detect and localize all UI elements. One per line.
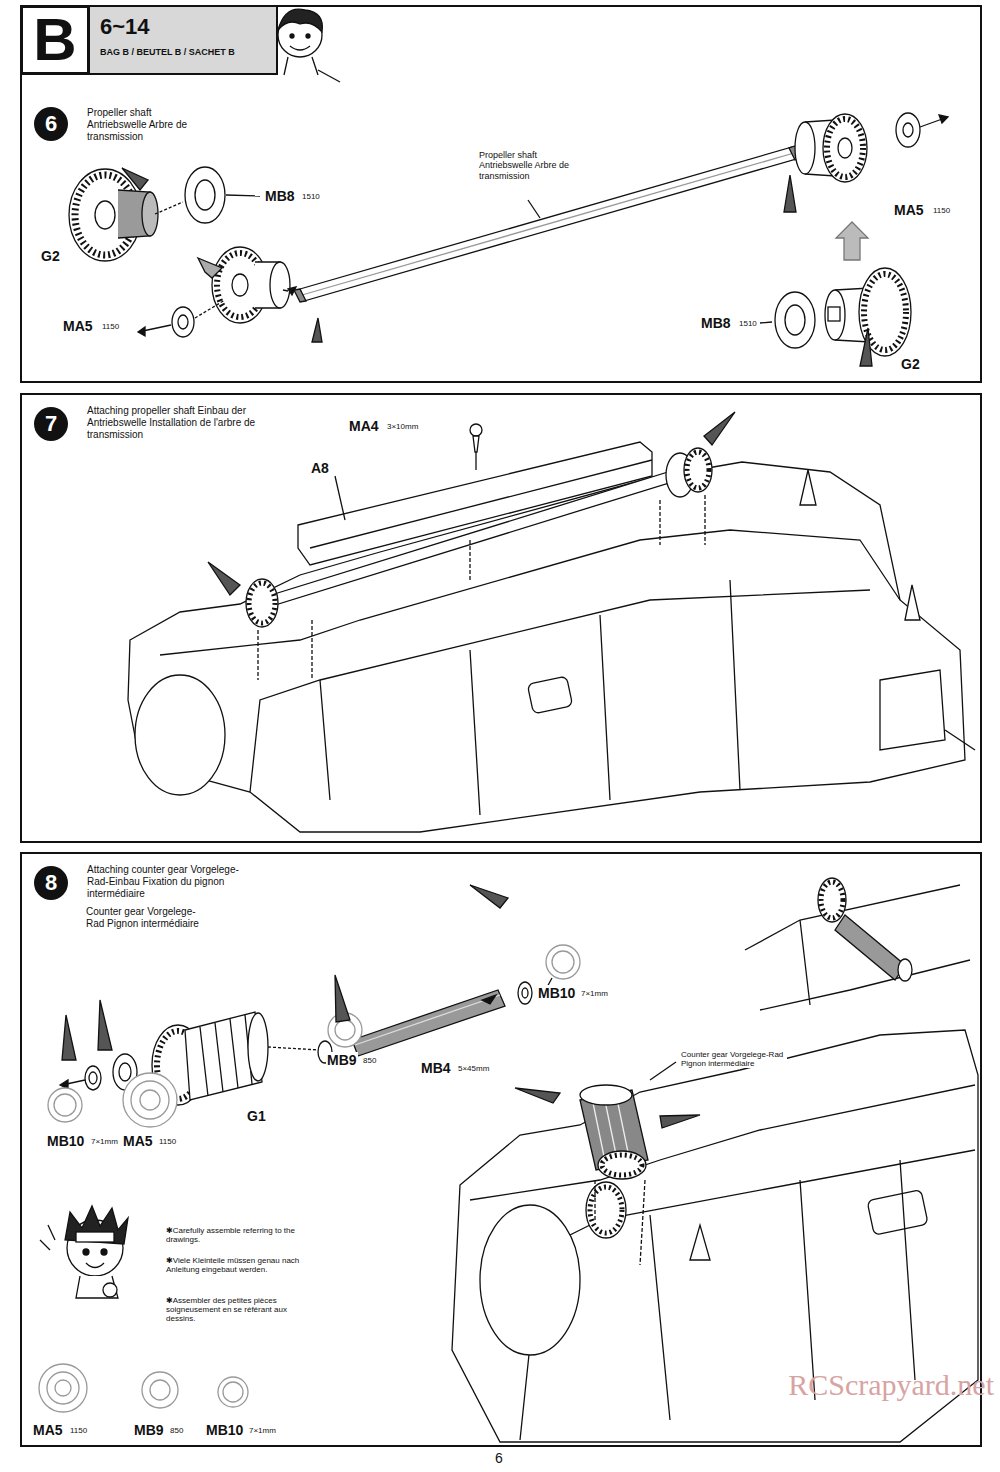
step6-parts	[69, 113, 948, 366]
note: ✱Carefully assemble referring to the dra…	[165, 1226, 317, 1244]
part-code: MB4	[420, 1060, 452, 1076]
node-text: 6	[45, 113, 57, 135]
part-code: G2	[900, 356, 921, 372]
step-panel: Attaching propeller shaft Einbau der Ant…	[20, 393, 982, 843]
step-number-circle: 7	[34, 407, 68, 441]
part-code: MB10	[537, 985, 576, 1001]
part-callout: Propeller shaft Antriebswelle Arbre de t…	[478, 150, 590, 181]
part-callout: Counter gear Vorgelege-Rad Pignon interm…	[85, 906, 207, 929]
part-number: 1150	[69, 1426, 88, 1435]
node-text: 6~14	[100, 15, 266, 39]
part-code: MA5	[62, 318, 94, 334]
part-callout: Counter gear Vorgelege-Rad Pignon interm…	[680, 1050, 787, 1068]
dimension: 7×1mm	[248, 1426, 277, 1435]
part-code: G1	[246, 1108, 267, 1124]
part-code: MA5	[32, 1422, 64, 1438]
part-number: 1150	[932, 206, 951, 215]
part-number: 1150	[101, 322, 120, 331]
step-panel: Propeller shaft Antriebswelle Arbre de t…	[20, 5, 982, 383]
part-code: MB10	[205, 1422, 244, 1438]
part-code: MB8	[264, 188, 296, 204]
step-panel: Attaching counter gear Vorgelege-Rad-Ein…	[20, 852, 982, 1447]
cartoon-kid	[40, 1206, 128, 1298]
section-letter-box: B	[20, 5, 90, 75]
note: ✱Assembler des petites pièces soigneusem…	[165, 1296, 317, 1324]
part-code: MA4	[348, 418, 380, 434]
part-number: 1510	[738, 319, 758, 328]
cartoon-boy	[278, 9, 340, 82]
part-code: MB9	[326, 1052, 358, 1068]
part-code: MA5	[893, 202, 925, 218]
step-number-circle: 8	[34, 866, 68, 900]
part-number: 850	[169, 1426, 184, 1435]
part-code: MB9	[133, 1422, 165, 1438]
bag-header-band: 6~14BAG B / BEUTEL B / SACHET B	[88, 5, 278, 75]
part-code: MA5	[122, 1133, 154, 1149]
node-text: B	[33, 10, 76, 70]
part-code: G2	[40, 248, 61, 264]
node-text: Attaching counter gear Vorgelege-Rad-Ein…	[87, 864, 252, 900]
node-text: Propeller shaft Antriebswelle Arbre de t…	[87, 107, 197, 143]
node-text: 7	[45, 413, 57, 435]
part-code: MB10	[46, 1133, 85, 1149]
page-number: 6	[494, 1450, 504, 1466]
part-number: 1150	[158, 1137, 177, 1146]
step8-parts	[39, 878, 978, 1442]
node-text: BAG B / BEUTEL B / SACHET B	[100, 47, 266, 57]
part-code: MB8	[700, 315, 732, 331]
note: ✱Viele Kleinteile müssen genau nach Anle…	[165, 1256, 317, 1274]
part-code: A8	[310, 460, 330, 476]
part-number: 1510	[301, 192, 321, 201]
dimension: 7×1mm	[580, 989, 609, 998]
dimension: 3×10mm	[386, 422, 419, 431]
watermark: RCScrapyard.net	[787, 1368, 995, 1403]
step7-chassis	[128, 412, 975, 832]
node-text: Attaching propeller shaft Einbau der Ant…	[87, 405, 287, 441]
part-number: 850	[362, 1056, 377, 1065]
dimension: 5×45mm	[457, 1064, 490, 1073]
step-number-circle: 6	[34, 107, 68, 141]
node-text: 8	[45, 872, 57, 894]
dimension: 7×1mm	[90, 1137, 119, 1146]
